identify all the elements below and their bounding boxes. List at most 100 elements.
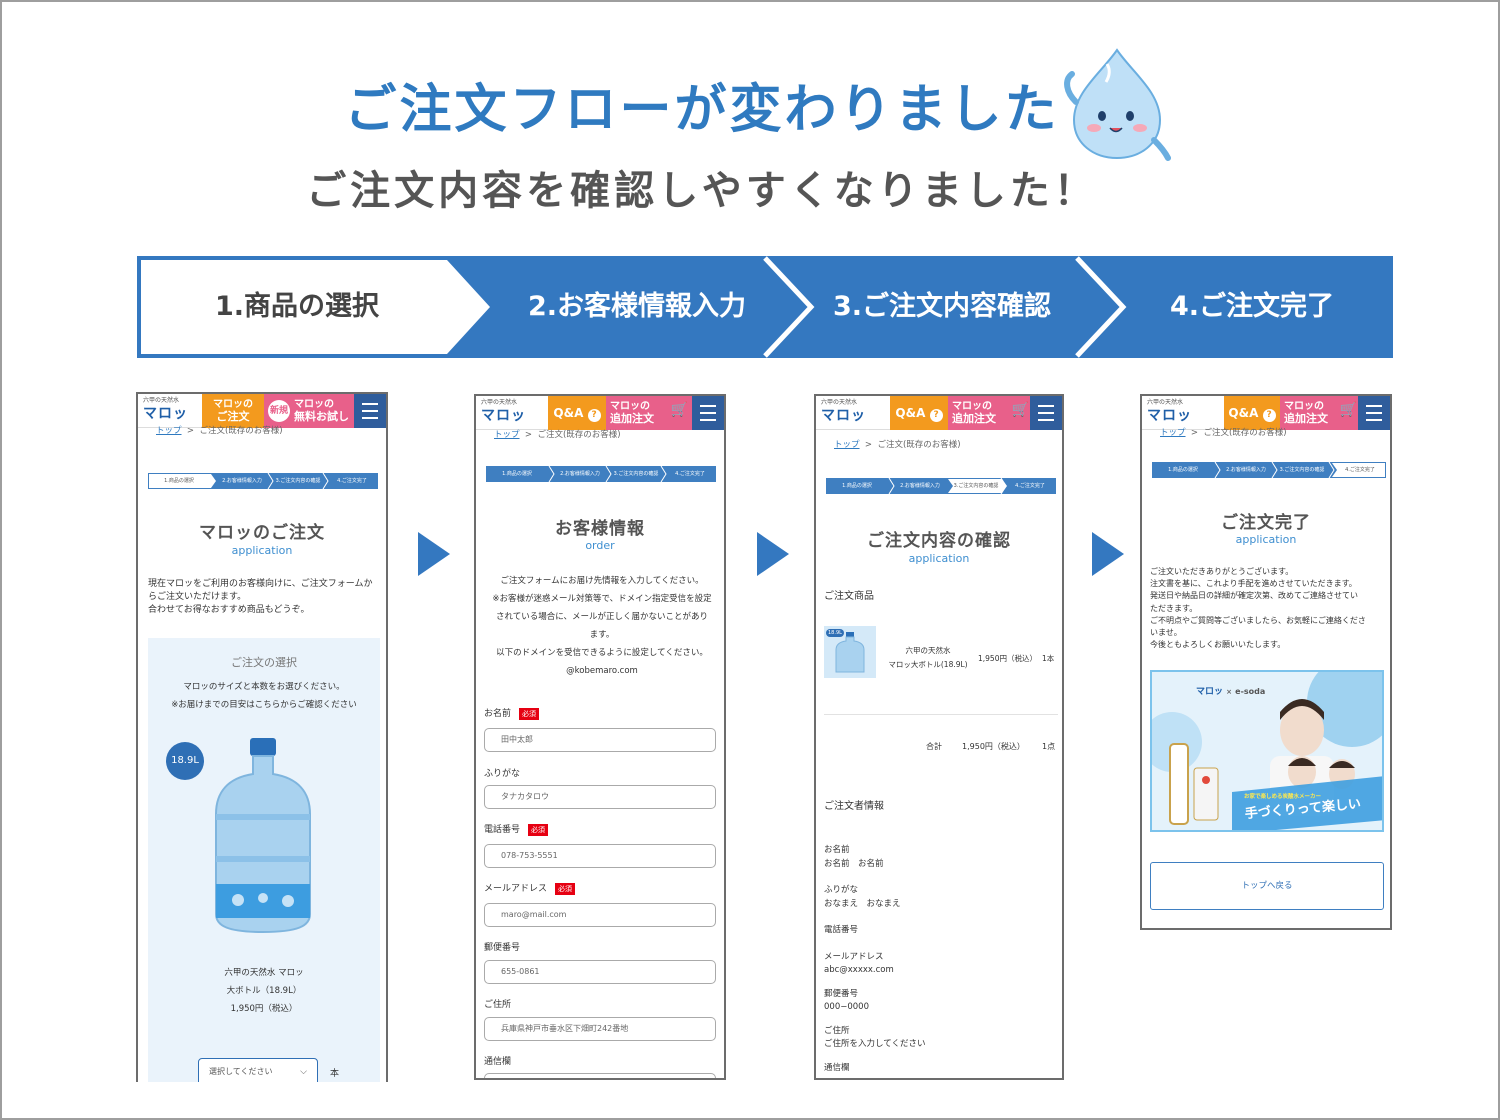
product-price: 1,950円（税込） — [978, 654, 1037, 663]
new-badge: 新規 — [268, 400, 290, 422]
breadcrumb-top-link[interactable]: トップ — [156, 426, 182, 436]
total-qty: 1点 — [1042, 742, 1056, 751]
add-order-button[interactable]: マロッの 追加注文 🛒 — [606, 396, 694, 430]
breadcrumb-top-link[interactable]: トップ — [834, 440, 860, 450]
qa-button[interactable]: Q&A ? — [1224, 396, 1280, 430]
address-label: ご住所 — [484, 1000, 512, 1010]
intro-text: 現在マロッをご利用のお客様向けに、ご注文フォームか らご注文いただけます。 合わ… — [148, 579, 373, 615]
back-to-top-button[interactable]: トップへ戻る — [1150, 862, 1384, 910]
mini-step-bar: 1.商品の選択 2.お客様情報入力 3.ご注文内容の確認 4.ご注文完了 — [1152, 462, 1386, 478]
screen-heading-en: application — [231, 544, 293, 557]
screen-heading: お客様情報 — [555, 519, 645, 539]
phone-screen-order-confirm: 六甲の天然水 マロッ Q&A ? マロッの 追加注文 🛒 トップ > ご注文(既… — [814, 394, 1064, 1080]
logo[interactable]: 六甲の天然水 マロッ — [821, 399, 866, 424]
phone-header: 六甲の天然水 マロッ Q&A ? マロッの 追加注文 🛒 — [816, 396, 1062, 430]
screen-heading-en: order — [585, 539, 615, 552]
phone-screen-order-complete: 六甲の天然水 マロッ Q&A ? マロッの 追加注文 🛒 トップ > ご注文(既… — [1140, 394, 1392, 930]
zip-input[interactable]: 655-0861 — [484, 960, 716, 984]
required-badge: 必須 — [519, 707, 540, 720]
question-icon: ? — [929, 409, 943, 422]
products-title: ご注文商品 — [824, 591, 874, 602]
zip-label: 郵便番号 — [484, 943, 521, 953]
page-subtitle: ご注文内容を確認しやすくなりました！ — [306, 168, 1098, 214]
notes-text: ご注文フォームにお届け先情報を入力してください。 ※お客様が迷惑メール対策等で、… — [492, 576, 712, 676]
step-4-label: 4.ご注文完了 — [1169, 291, 1335, 322]
page-title: ご注文フローが変わりました — [344, 80, 1060, 140]
free-trial-button[interactable]: 新規 マロッの 無料お試し — [264, 394, 356, 428]
qa-button[interactable]: Q&A ? — [548, 396, 606, 430]
screen-heading-en: application — [908, 552, 970, 565]
screen-heading-en: application — [1235, 533, 1297, 546]
step-banner: 1.商品の選択 2.お客様情報入力 3.ご注文内容確認 4.ご注文完了 — [137, 256, 1393, 358]
total-label: 合計 — [926, 742, 942, 751]
phone-input[interactable]: 078-753-5551 — [484, 844, 716, 868]
size-badge: 18.9L — [166, 742, 204, 780]
mini-step-bar: 1.商品の選択 2.お客様情報入力 3.ご注文内容の確認 4.ご注文完了 — [148, 473, 378, 489]
product-qty: 1本 — [1042, 654, 1055, 663]
logo[interactable]: 六甲の天然水 マロッ — [143, 397, 188, 422]
screen-heading: ご注文完了 — [1221, 513, 1311, 533]
required-badge: 必須 — [528, 823, 549, 836]
hamburger-menu-icon[interactable] — [1358, 396, 1390, 430]
banner-tagline: お家で楽しめる炭酸水メーカー — [1244, 794, 1322, 800]
selection-panel: ご注文の選択 マロッのサイズと本数をお選びください。 ※お届けまでの目安はこちら… — [148, 638, 380, 1082]
qa-button[interactable]: Q&A ? — [890, 396, 948, 430]
mascot-illustration — [1064, 48, 1171, 161]
chevron-down-icon: ⌵ — [300, 1067, 307, 1077]
mini-step-bar: 1.商品の選択 2.お客様情報入力 3.ご注文内容の確認 4.ご注文完了 — [826, 478, 1056, 494]
completion-message: ご注文いただきありがとうございます。 注文書を基に、これより手配を進めさせていた… — [1150, 567, 1366, 650]
hamburger-menu-icon[interactable] — [1030, 396, 1062, 430]
step-1-label: 1.商品の選択 — [214, 291, 380, 322]
hamburger-menu-icon[interactable] — [692, 396, 724, 430]
phone-screen-product-selection: 六甲の天然水 マロッ マロッの ご注文 新規 マロッの 無料お試し トップ > … — [136, 392, 388, 1082]
next-arrow-icon — [1092, 532, 1124, 576]
name-input[interactable]: 田中太郎 — [484, 728, 716, 752]
total-price: 1,950円（税込） — [962, 742, 1025, 751]
next-arrow-icon — [757, 532, 789, 576]
message-label: 通信欄 — [484, 1057, 512, 1067]
quantity-select[interactable]: 選択してください⌵ — [198, 1058, 318, 1082]
breadcrumb: トップ > ご注文(既存のお客様) — [834, 440, 961, 450]
add-order-button[interactable]: マロッの 追加注文 🛒 — [1280, 396, 1360, 430]
email-label: メールアドレス必須 — [484, 881, 576, 895]
step-3-label: 3.ご注文内容確認 — [832, 291, 1052, 322]
next-arrow-icon — [418, 532, 450, 576]
unit-label: 本 — [330, 1069, 340, 1079]
phone-header: 六甲の天然水 マロッ Q&A ? マロッの 追加注文 🛒 — [1142, 396, 1390, 430]
furigana-input[interactable]: タナカタロウ — [484, 785, 716, 809]
logo[interactable]: 六甲の天然水 マロッ — [481, 399, 526, 424]
delivery-guide-link[interactable]: ※お届けまでの目安はこちらからご確認ください — [171, 700, 357, 710]
banner-illustration — [1152, 672, 1382, 830]
question-icon: ? — [1262, 409, 1276, 422]
cart-icon: 🛒 — [670, 402, 688, 418]
phone-screen-customer-info: 六甲の天然水 マロッ Q&A ? マロッの 追加注文 🛒 トップ > ご注文(既… — [474, 394, 726, 1080]
product-thumbnail: 18.9L — [824, 626, 876, 678]
water-bottle-image — [215, 738, 311, 934]
promo-banner[interactable]: マロッ × e-soda お家で楽しめる炭酸水メーカー 手づくりって楽しい — [1150, 670, 1384, 832]
phone-label: 電話番号必須 — [484, 822, 549, 836]
question-icon: ? — [587, 409, 601, 422]
step-2-label: 2.お客様情報入力 — [527, 291, 747, 322]
furigana-label: ふりがな — [484, 769, 521, 779]
address-input[interactable]: 兵庫県神戸市垂水区下畑町242番地 — [484, 1017, 716, 1041]
order-button[interactable]: マロッの ご注文 — [202, 394, 264, 428]
name-label: お名前必須 — [484, 706, 540, 720]
breadcrumb-top-link[interactable]: トップ — [1160, 428, 1186, 438]
breadcrumb: トップ > ご注文(既存のお客様) — [156, 426, 283, 436]
step-banner-shape — [137, 256, 1393, 358]
add-order-button[interactable]: マロッの 追加注文 🛒 — [948, 396, 1034, 430]
screen-heading: マロッのご注文 — [199, 523, 325, 543]
orderer-info: お名前 お名前 お名前 ふりがな おなまえ おなまえ 電話番号 メールアドレス … — [824, 845, 926, 1073]
breadcrumb: トップ > ご注文(既存のお客様) — [494, 430, 621, 440]
message-input[interactable] — [484, 1073, 716, 1078]
breadcrumb-top-link[interactable]: トップ — [494, 430, 520, 440]
divider — [824, 714, 1058, 715]
cart-icon: 🛒 — [1339, 402, 1357, 418]
email-input[interactable]: maro@mail.com — [484, 903, 716, 927]
screen-heading: ご注文内容の確認 — [867, 531, 1011, 551]
logo[interactable]: 六甲の天然水 マロッ — [1147, 399, 1192, 424]
product-name: 六甲の天然水 マロッ大ボトル(18.9L) — [888, 646, 968, 669]
hamburger-menu-icon[interactable] — [354, 394, 386, 428]
cart-icon: 🛒 — [1011, 402, 1029, 418]
